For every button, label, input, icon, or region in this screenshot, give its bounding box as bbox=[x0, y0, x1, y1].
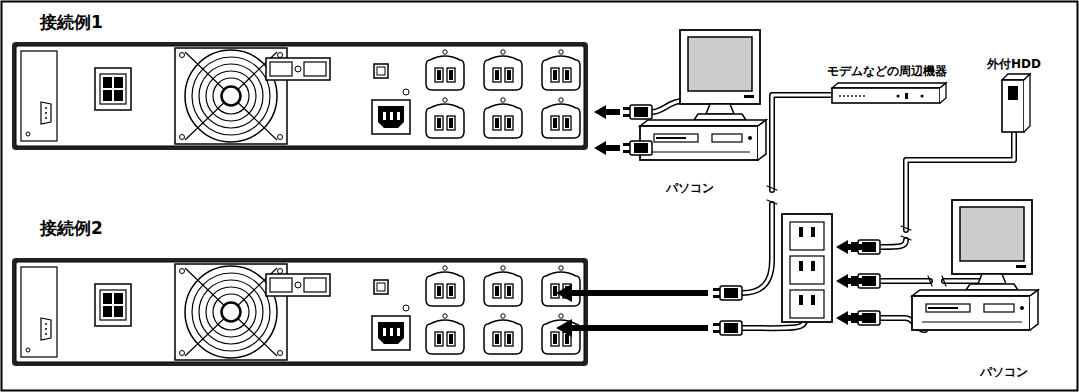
example-heading: 接続例2 bbox=[40, 218, 103, 238]
example-heading: 接続例1 bbox=[40, 12, 103, 32]
device-name: パソコン bbox=[666, 181, 714, 195]
device-name: 外付HDD bbox=[987, 57, 1041, 71]
device-label: 外付HDD bbox=[985, 56, 1043, 72]
device-label: パソコン bbox=[978, 364, 1030, 380]
device-name: モデムなどの周辺機器 bbox=[827, 64, 947, 78]
device-label: モデムなどの周辺機器 bbox=[825, 63, 949, 79]
device-name: パソコン bbox=[980, 365, 1028, 379]
device-label: パソコン bbox=[664, 180, 716, 196]
